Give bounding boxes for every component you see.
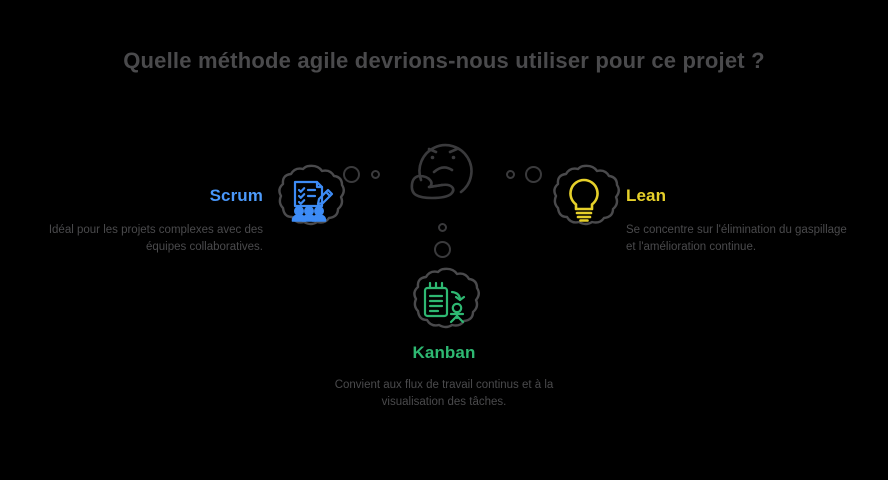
option-label-scrum: Scrum	[0, 186, 263, 206]
option-description-scrum: Idéal pour les projets complexes avec de…	[48, 224, 263, 253]
thought-bubble-left-large	[343, 166, 360, 183]
thought-bubble-right-small	[506, 170, 515, 179]
thought-bubble-down-small	[438, 223, 447, 232]
option-description-kanban: Convient aux flux de travail continus et…	[334, 379, 554, 408]
thinking-face-icon	[397, 118, 489, 204]
thought-bubble-down-large	[434, 241, 451, 258]
option-label-lean: Lean	[626, 186, 667, 205]
option-label-kanban: Kanban	[412, 343, 476, 362]
thought-bubble-right-large	[525, 166, 542, 183]
option-icon-kanban[interactable]	[407, 266, 481, 340]
page-title: Quelle méthode agile devrions-nous utili…	[123, 48, 765, 73]
option-icon-scrum[interactable]	[272, 163, 346, 237]
thought-bubble-left-small	[371, 170, 380, 179]
option-description-lean: Se concentre sur l'élimination du gaspil…	[626, 224, 847, 253]
option-icon-lean[interactable]	[547, 163, 621, 237]
